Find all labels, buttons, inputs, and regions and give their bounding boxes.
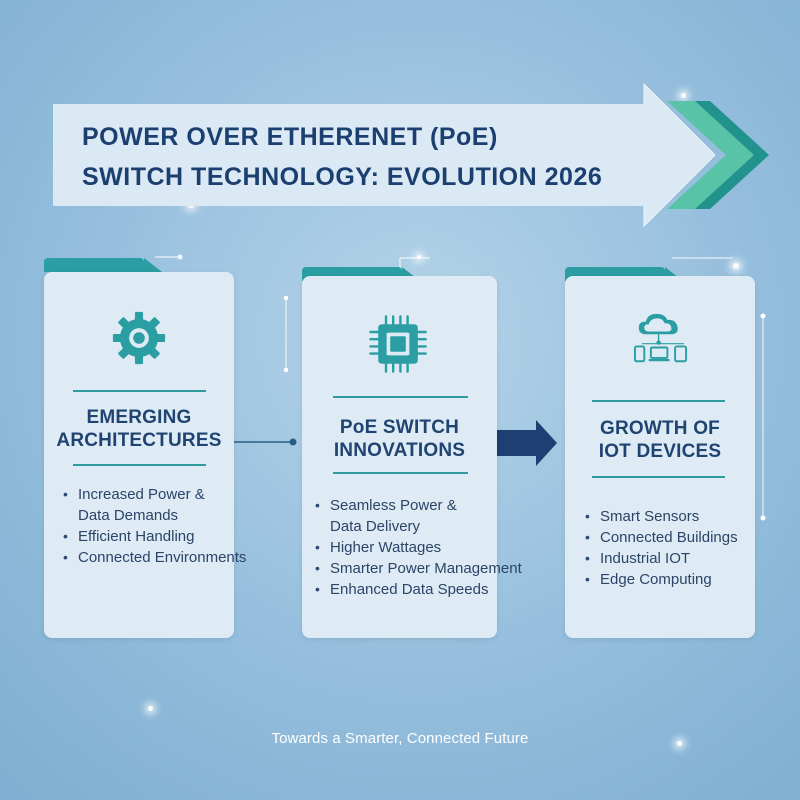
bullet-list: Smart Sensors Connected Buildings Indust… bbox=[585, 506, 738, 590]
bullet-item: Seamless Power & bbox=[315, 495, 522, 516]
light-dot bbox=[417, 255, 421, 259]
card-heading-line-1: GROWTH OF bbox=[599, 418, 720, 439]
bullet-item: Industrial IOT bbox=[585, 548, 738, 569]
light-dot bbox=[681, 93, 686, 98]
title-line-1: POWER OVER ETHERENET (PoE) bbox=[82, 123, 498, 151]
card-heading-line-2: IOT DEVICES bbox=[598, 441, 722, 462]
bullet-item: Connected Buildings bbox=[585, 527, 738, 548]
light-dot bbox=[677, 741, 682, 746]
card-heading-line-1: PoE SWITCH bbox=[339, 417, 460, 438]
bullet-item: Efficient Handling bbox=[63, 526, 246, 547]
bullet-item: Edge Computing bbox=[585, 569, 738, 590]
divider bbox=[592, 476, 725, 478]
divider bbox=[333, 396, 468, 398]
divider bbox=[73, 390, 206, 392]
card-heading: PoE SWITCH INNOVATIONS bbox=[302, 416, 497, 462]
bullet-list: Seamless Power & Data Delivery Higher Wa… bbox=[315, 495, 522, 600]
card-heading-line-2: ARCHITECTURES bbox=[56, 430, 222, 451]
bullet-item: Connected Environments bbox=[63, 547, 246, 568]
bullet-item: Enhanced Data Speeds bbox=[315, 579, 522, 600]
light-dot bbox=[733, 263, 739, 269]
card-heading-line-1: EMERGING bbox=[86, 407, 192, 428]
title-line-2: SWITCH TECHNOLOGY: EVOLUTION 2026 bbox=[82, 163, 603, 191]
footer-tagline: Towards a Smarter, Connected Future bbox=[271, 730, 529, 747]
page-title: POWER OVER ETHERENET (PoE) SWITCH TECHNO… bbox=[82, 117, 662, 197]
divider bbox=[73, 464, 206, 466]
divider bbox=[333, 472, 468, 474]
card-heading: EMERGING ARCHITECTURES bbox=[44, 406, 234, 452]
chip-icon bbox=[369, 315, 427, 373]
bullet-list: Increased Power & Data Demands Efficient… bbox=[63, 484, 246, 568]
bullet-item: Increased Power & bbox=[63, 484, 246, 505]
card-heading: GROWTH OF IOT DEVICES bbox=[565, 417, 755, 463]
bullet-item: Smarter Power Management bbox=[315, 558, 522, 579]
card-tab bbox=[44, 258, 162, 272]
divider bbox=[592, 400, 725, 402]
card-emerging-architectures: EMERGING ARCHITECTURES Increased Power &… bbox=[44, 272, 246, 638]
light-dot bbox=[148, 706, 153, 711]
bullet-item-continuation: Data Delivery bbox=[330, 518, 421, 535]
card-heading-line-2: INNOVATIONS bbox=[333, 440, 466, 461]
bullet-item: Smart Sensors bbox=[585, 506, 738, 527]
bullet-item-continuation: Data Demands bbox=[78, 507, 179, 524]
card-poe-switch-innovations: PoE SWITCH INNOVATIONS Seamless Power & … bbox=[302, 276, 522, 638]
title-banner-arrow bbox=[53, 82, 769, 228]
card-growth-of-iot-devices: GROWTH OF IOT DEVICES Smart Sensors Conn… bbox=[565, 276, 755, 638]
cloud-devices-icon bbox=[633, 313, 688, 363]
bullet-item: Higher Wattages bbox=[315, 537, 522, 558]
gear-icon bbox=[112, 311, 166, 365]
